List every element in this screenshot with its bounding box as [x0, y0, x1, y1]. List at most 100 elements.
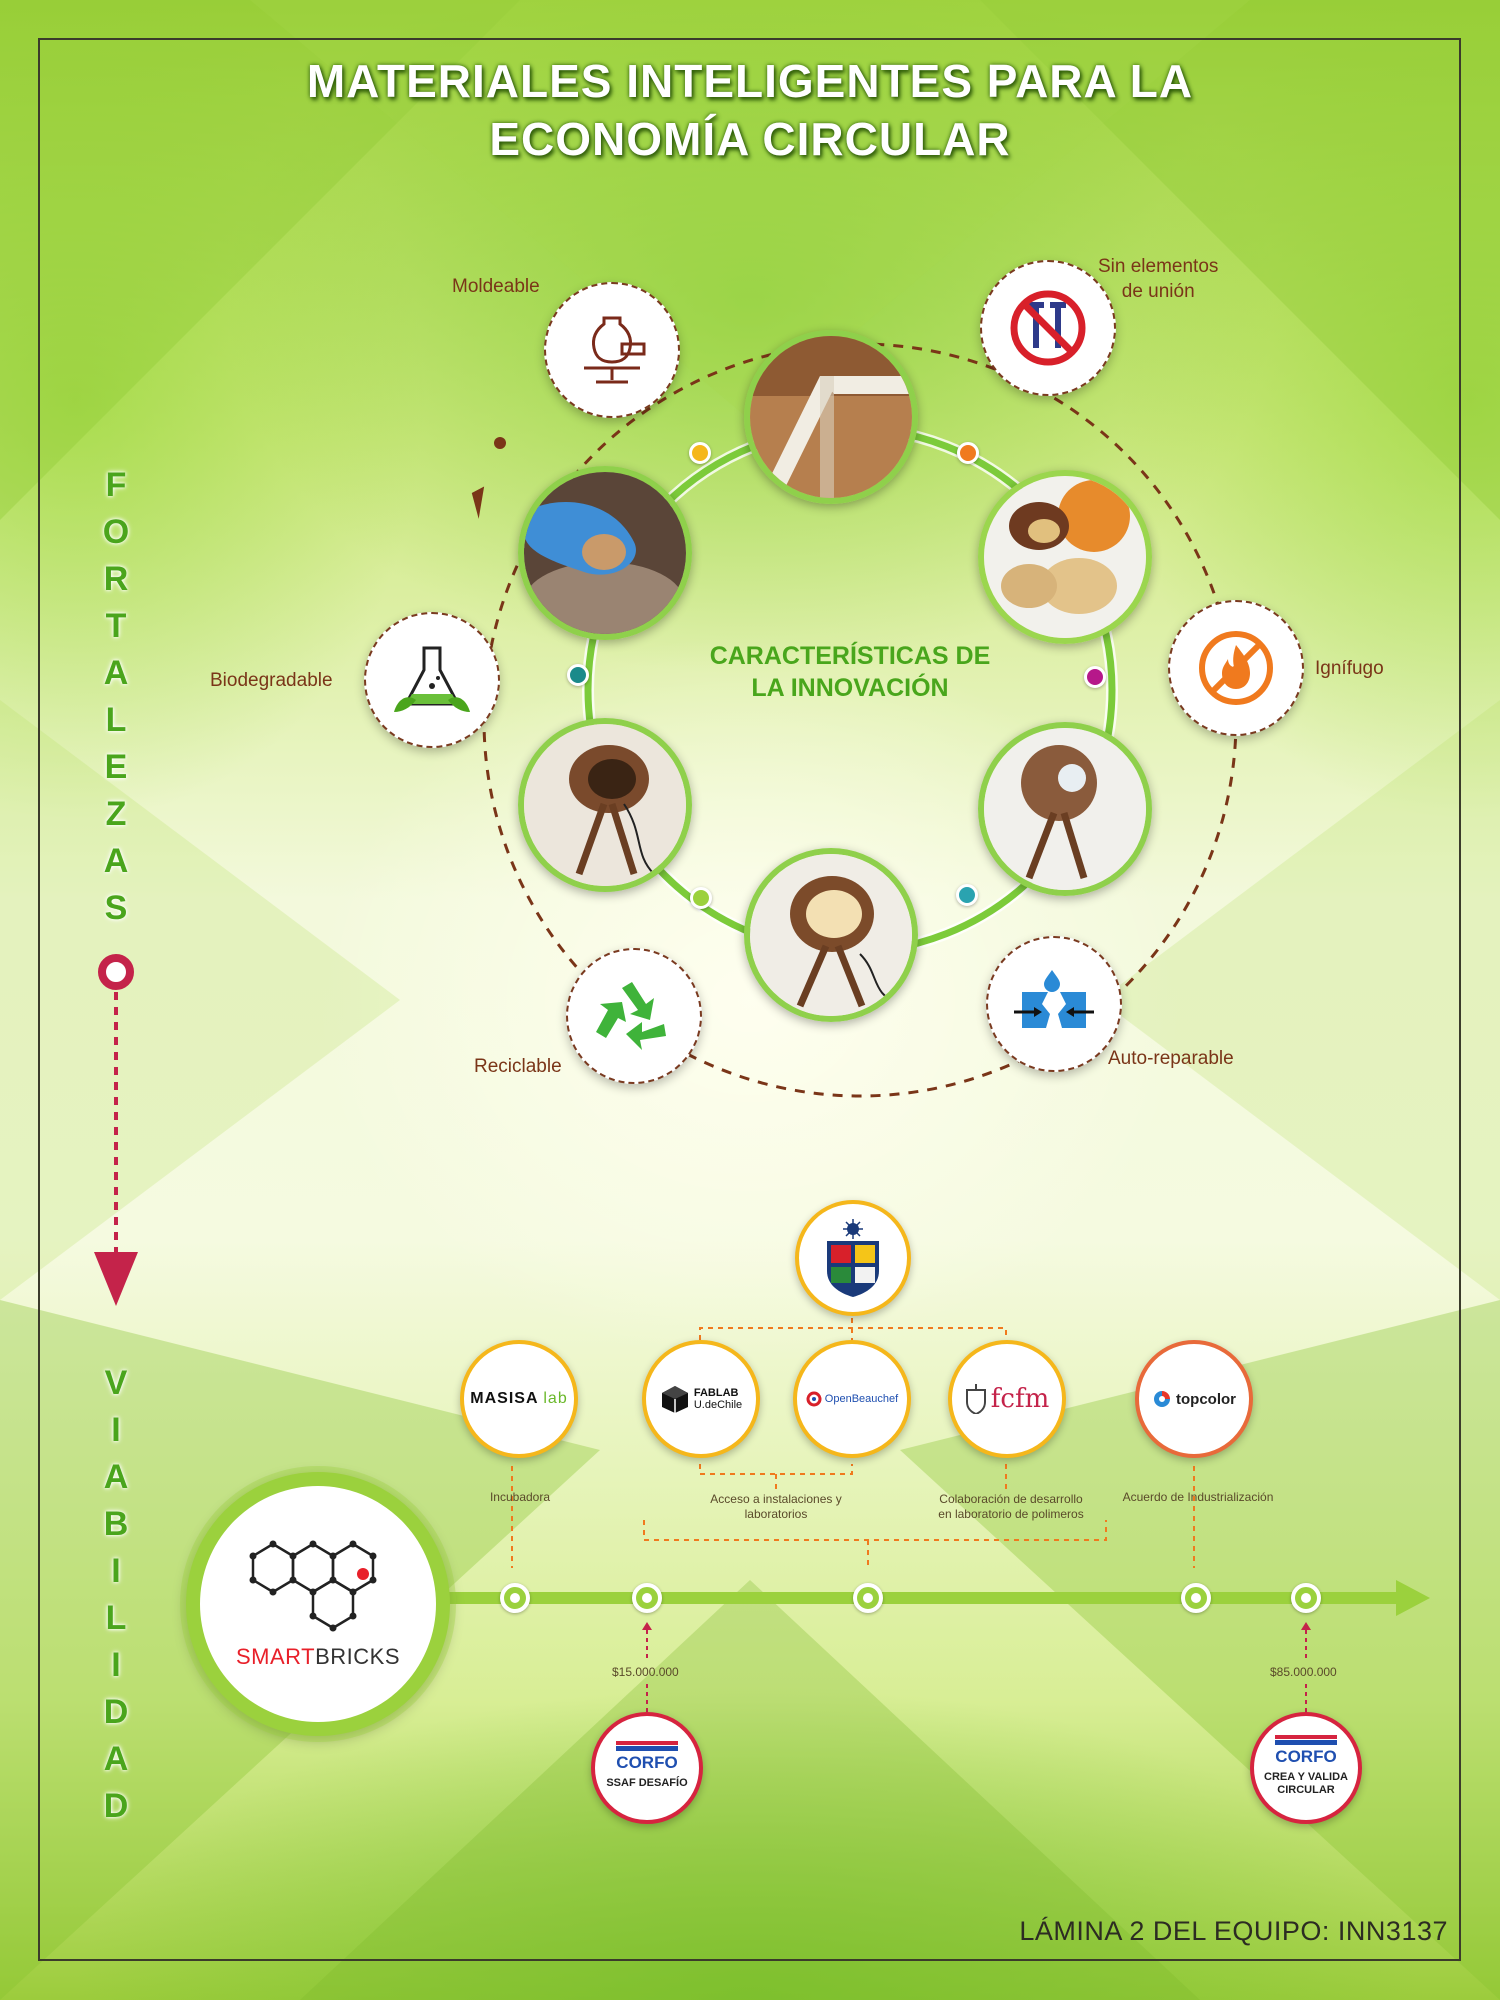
- biodegradable-feature: [364, 612, 500, 748]
- photo-material-samples: [978, 470, 1152, 644]
- fortalezas-letter: A: [103, 654, 129, 692]
- auto-reparable-feature: [986, 936, 1122, 1072]
- ring-dot: [690, 887, 712, 909]
- smartbricks-bricks: BRICKS: [315, 1644, 401, 1669]
- acceso-label: Acceso a instalaciones y laboratorios: [666, 1492, 886, 1522]
- viabilidad-label: V I A B I L I D A D: [86, 1360, 146, 1830]
- corfo-crea-valida-badge: CORFO CREA Y VALIDA CIRCULAR: [1250, 1712, 1362, 1824]
- viabilidad-letter: D: [103, 1787, 129, 1825]
- innovation-heading-line-1: CARACTERÍSTICAS DE: [709, 642, 991, 670]
- photo-panel-frame: [744, 330, 918, 504]
- ignifugo-feature: [1168, 600, 1304, 736]
- hexagon-network-icon: [249, 1540, 377, 1632]
- viabilidad-letter: D: [103, 1693, 129, 1731]
- acuerdo-label: Acuerdo de Industrialización: [1122, 1490, 1274, 1504]
- timeline-node: [1181, 1583, 1211, 1613]
- openbeauchef-wordmark: OpenBeauchef: [824, 1393, 899, 1405]
- fortalezas-letter: Z: [105, 795, 127, 833]
- cube-icon: [661, 1386, 688, 1413]
- fortalezas-letter: L: [105, 701, 127, 739]
- timeline-node: [500, 1583, 530, 1613]
- innovation-heading: CARACTERÍSTICAS DE LA INNOVACIÓN: [640, 640, 1060, 704]
- ssaf-program-line-1: SSAF DESAFÍO: [606, 1777, 688, 1789]
- fortalezas-letter: F: [105, 466, 127, 504]
- fcfm-wordmark: fcfm: [990, 1384, 1050, 1414]
- timeline-node: [632, 1583, 662, 1613]
- incubadora-label: Incubadora: [489, 1490, 551, 1504]
- viabilidad-letter: V: [104, 1364, 128, 1402]
- sin-elementos-line-2: de unión: [1121, 281, 1195, 302]
- viabilidad-letter: A: [103, 1458, 129, 1496]
- border-frame: [38, 38, 1461, 1961]
- photo-hand-glove: [518, 466, 692, 640]
- viabilidad-letter: I: [111, 1411, 121, 1449]
- photo-lamp-bottom: [744, 848, 918, 1022]
- biodegradable-label: Biodegradable: [210, 670, 333, 691]
- auto-reparable-label: Auto-reparable: [1108, 1048, 1234, 1069]
- acceso-line-1: Acceso a instalaciones y: [710, 1492, 842, 1506]
- fcfm-logo[interactable]: fcfm: [948, 1340, 1066, 1458]
- fortalezas-letter: T: [105, 607, 127, 645]
- reciclable-label: Reciclable: [474, 1056, 562, 1077]
- ring-dot: [957, 442, 979, 464]
- pottery-wheel-icon: [584, 316, 646, 384]
- recycle-icon: [596, 982, 666, 1050]
- progress-arrow: [94, 954, 138, 1306]
- title-line-2: ECONOMÍA CIRCULAR: [489, 113, 1011, 165]
- reciclable-feature: [566, 948, 702, 1084]
- acceso-line-2: laboratorios: [744, 1507, 808, 1521]
- funding-amount-2: $85.000.000: [1270, 1665, 1337, 1679]
- page-title: MATERIALES INTELIGENTES PARA LA ECONOMÍA…: [0, 52, 1500, 168]
- openbeauchef-logo[interactable]: OpenBeauchef: [793, 1340, 911, 1458]
- fortalezas-label: F O R T A L E Z A S: [86, 462, 146, 932]
- colaboracion-label: Colaboración de desarrollo en laboratori…: [906, 1492, 1116, 1522]
- masisa-lab-wordmark: lab: [543, 1390, 568, 1407]
- partner-connectors: [511, 1298, 1195, 1568]
- fablab-logo[interactable]: FABLAB U.deChile: [642, 1340, 760, 1458]
- fortalezas-letter: S: [104, 889, 128, 927]
- colaboracion-line-1: Colaboración de desarrollo: [939, 1492, 1083, 1506]
- corfo-ssaf-badge: CORFO SSAF DESAFÍO: [591, 1712, 703, 1824]
- crea-valida-program: CREA Y VALIDA CIRCULAR: [1264, 1771, 1348, 1797]
- team-footer: LÁMINA 2 DEL EQUIPO: INN3137: [1019, 1916, 1448, 1946]
- moldeable-feature: [544, 282, 680, 418]
- funding-connectors: [642, 1622, 1311, 1718]
- self-repair-icon: [1014, 970, 1094, 1028]
- crea-valida-line-2: CIRCULAR: [1277, 1783, 1335, 1796]
- topcolor-logo[interactable]: topcolor: [1135, 1340, 1253, 1458]
- viabilidad-letter: I: [111, 1552, 121, 1590]
- innovation-heading-line-2: LA INNOVACIÓN: [751, 674, 949, 702]
- funding-amount-1: $15.000.000: [612, 1665, 679, 1679]
- photo-lamp-left: [518, 718, 692, 892]
- fortalezas-letter: E: [104, 748, 128, 786]
- masisa-lab-logo[interactable]: MASISA lab: [460, 1340, 578, 1458]
- fablab-wordmark: FABLAB: [693, 1387, 739, 1399]
- corfo-logo: CORFO: [616, 1741, 679, 1773]
- viabilidad-letter: L: [105, 1599, 127, 1637]
- ring-dot: [567, 664, 589, 686]
- ignifugo-label: Ignífugo: [1315, 658, 1384, 679]
- photo-lamp-right: [978, 722, 1152, 896]
- flask-leaves-icon: [394, 646, 470, 712]
- sin-elementos-feature: [980, 260, 1116, 396]
- colaboracion-line-2: en laboratorio de polimeros: [938, 1507, 1084, 1521]
- openbeauchef-mark-icon: [806, 1391, 822, 1407]
- ring-dot: [956, 884, 978, 906]
- smartbricks-smart: SMART: [235, 1644, 316, 1669]
- viabilidad-letter: B: [103, 1505, 129, 1543]
- crea-valida-line-1: CREA Y VALIDA: [1264, 1770, 1348, 1783]
- university-shield-icon: [827, 1219, 879, 1297]
- sin-elementos-label: Sin elementos de unión: [1098, 254, 1218, 304]
- corfo-logo: CORFO: [1275, 1734, 1338, 1767]
- no-fire-icon: [1199, 631, 1273, 705]
- sin-elementos-line-1: Sin elementos: [1098, 256, 1219, 277]
- fortalezas-letter: O: [102, 513, 130, 551]
- viabilidad-letter: I: [111, 1646, 121, 1684]
- fortalezas-letter: A: [103, 842, 129, 880]
- moldeable-label: Moldeable: [452, 276, 540, 297]
- timeline-node: [1291, 1583, 1321, 1613]
- no-screws-icon: [1010, 290, 1086, 366]
- ssaf-program: SSAF DESAFÍO: [606, 1777, 687, 1790]
- uchile-emblem: [795, 1200, 911, 1316]
